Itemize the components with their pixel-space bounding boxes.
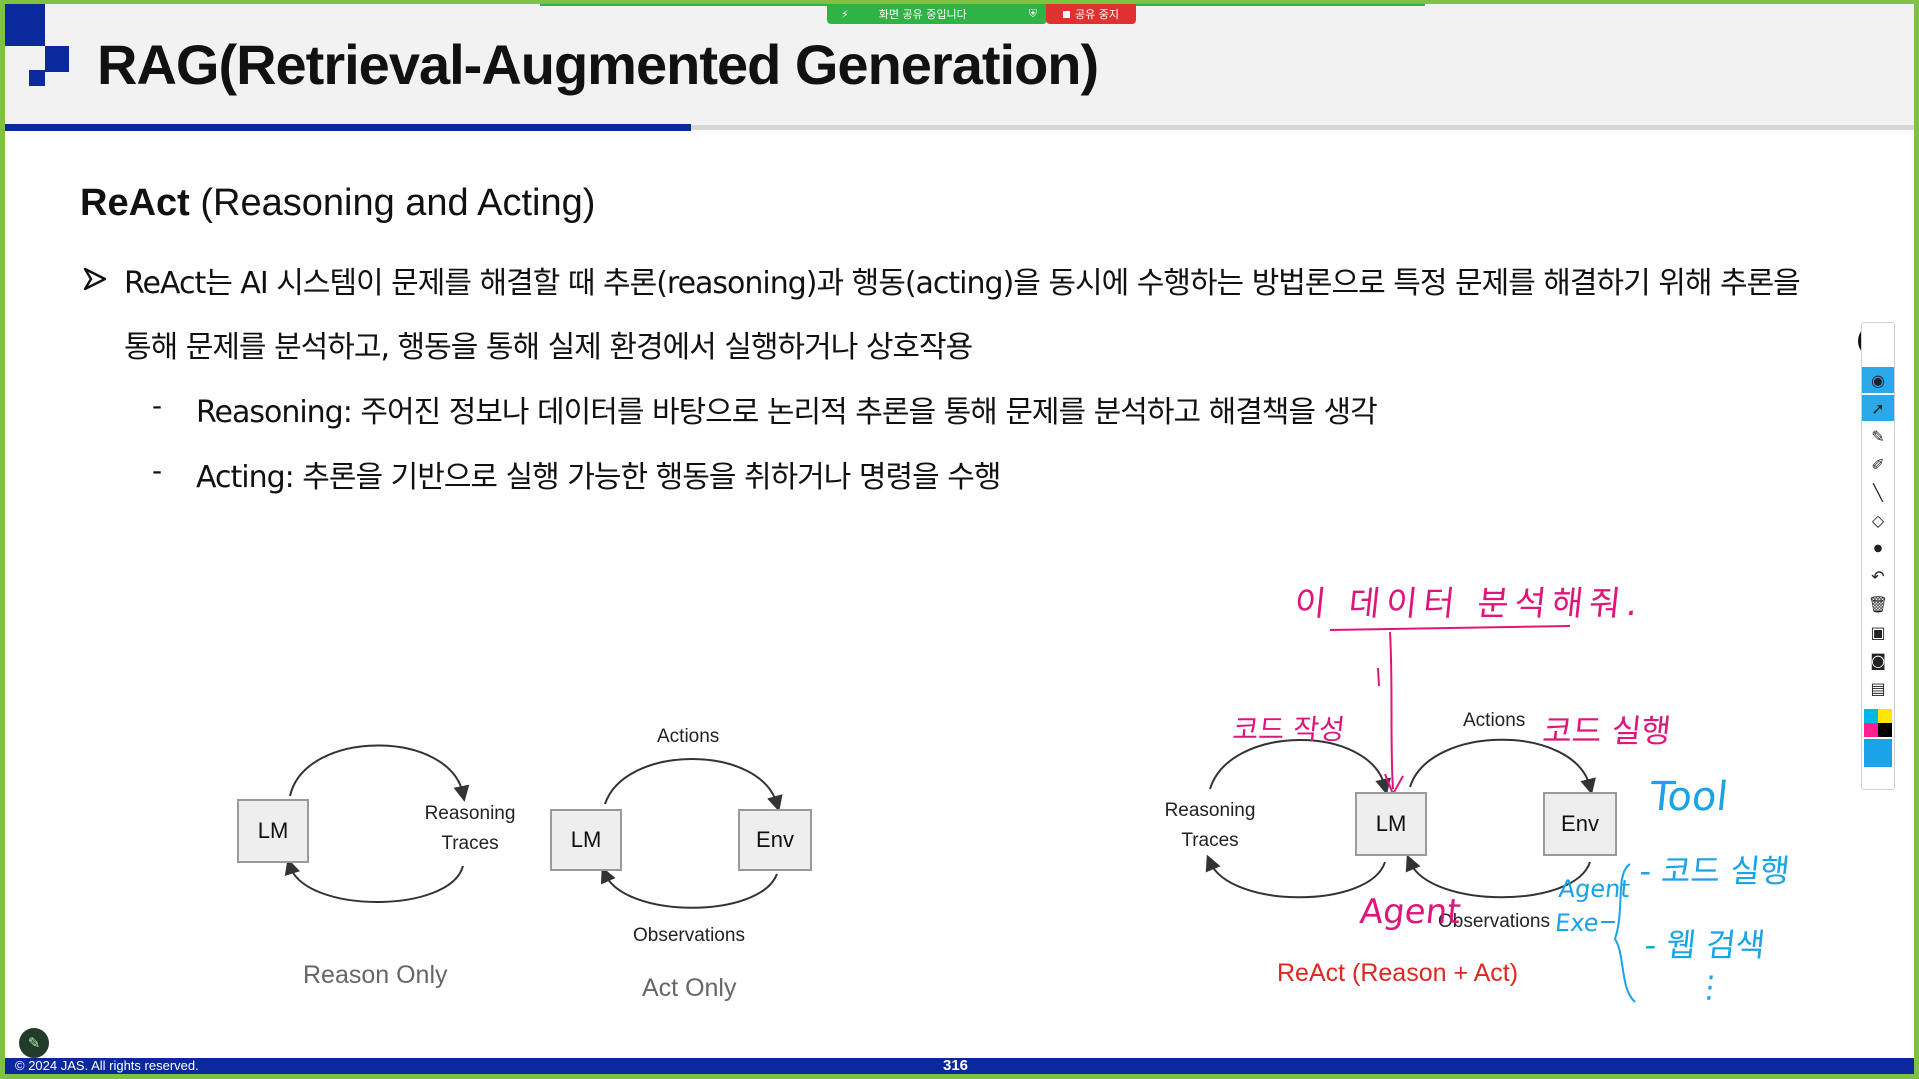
header-underline-gray [691,125,1914,130]
logo-square-mid [45,46,69,72]
color-blue-swatch[interactable] [1864,739,1892,767]
slide-title: RAG(Retrieval-Augmented Generation) [97,33,1099,96]
highlighter-icon[interactable]: ✐ [1871,454,1885,474]
screen-icon[interactable]: ▣ [1870,622,1886,642]
color-black-swatch[interactable] [1878,723,1892,737]
pink-tick [1377,667,1380,687]
reason-only-traces-line1: Reasoning [424,803,516,824]
annotation-code-write: 코드 작성 [1231,713,1347,746]
undo-icon[interactable]: ↶ [1871,566,1885,586]
section-subtitle: ReAct (Reasoning and Acting) [80,182,595,225]
screen-share-banner: ⚡ 화면 공유 중입니다 ⛨ [827,4,1047,24]
lightning-icon: ⚡ [841,7,849,21]
header-underline-blue [5,124,691,131]
act-only-actions-arc [604,758,783,812]
stop-share-label: 공유 중지 [1075,8,1119,21]
logo-square-large [5,4,45,46]
dot-icon[interactable]: ● [1873,542,1883,554]
react-actions-arc [1409,738,1596,795]
sub-bullet-acting: Acting: 추론을 기반으로 실행 가능한 행동을 취하거나 명령을 수행 [196,460,1001,495]
pen-off-icon[interactable]: ✎ [1871,426,1885,446]
react-traces-line1: Reasoning [1164,800,1256,821]
share-status-text: 화면 공유 중입니다 [878,8,967,21]
bullet-arrow-icon [83,267,107,291]
react-bottom-arc [1205,854,1386,899]
pen-toolbar: ◉ ➚ ✎ ✐ ╲ ◇ ● ↶ 🗑 ▣ ◙ ▤ [1861,322,1895,790]
slide-footer: © 2024 JAS. All rights reserved. 316 [5,1058,1914,1074]
subtitle-rest: (Reasoning and Acting) [189,182,596,224]
react-observations-arc [1405,854,1591,899]
bullet-line-1: ReAct는 AI 시스템이 문제를 해결할 때 추론(reasoning)과 … [124,266,1801,301]
react-caption: ReAct (Reason + Act) [1277,959,1519,987]
annotation-code-run: 코드 실행 [1540,712,1673,750]
subtitle-bold: ReAct [80,182,190,224]
annotation-tool-item2: - 웹 검색 [1642,926,1768,964]
blue-brace [1613,863,1636,1003]
react-actions-label: Actions [1463,710,1526,731]
eraser-icon[interactable]: ◇ [1871,510,1885,530]
sub-bullet-dash-2: - [152,454,163,487]
stop-icon [1063,10,1070,18]
act-only-actions-label: Actions [657,726,720,747]
annotation-tool-item1: - 코드 실행 [1637,852,1792,890]
trash-icon[interactable]: 🗑 [1867,594,1889,614]
act-only-observations-label: Observations [633,925,745,946]
diagram-arcs [284,625,1636,1003]
annotation-request: 이 데이터 분석해줘. [1292,584,1646,624]
line-icon[interactable]: ╲ [1873,482,1883,502]
agent-exe-line2: Exe [1553,909,1601,937]
react-traces-line2: Traces [1181,830,1239,851]
reason-only-top-arc [289,744,470,802]
pink-underline [1329,625,1571,631]
stop-share-button[interactable]: 공유 중지 [1046,4,1136,24]
annotation-ellipsis: ⋮ [1693,970,1727,1005]
color-magenta-swatch[interactable] [1864,723,1878,737]
reason-only-bottom-arc [284,858,464,903]
react-observations-label: Observations [1438,911,1550,932]
page-number: 316 [943,1057,969,1074]
logo-square-small [29,70,45,86]
eye-icon[interactable]: ◉ [1862,367,1894,393]
react-top-arc [1209,739,1391,795]
camera-icon[interactable]: ◙ [1870,650,1886,670]
act-only-observations-arc [600,866,778,909]
act-only-caption: Act Only [642,974,737,1002]
bullet-line-2: 통해 문제를 분석하고, 행동을 통해 실제 환경에서 실행하거나 상호작용 [124,330,973,365]
reason-only-lm-box: LM [237,799,309,863]
reason-only-traces-line2: Traces [441,833,499,854]
color-cyan-swatch[interactable] [1864,709,1878,723]
color-yellow-swatch[interactable] [1878,709,1892,723]
sub-bullet-dash-1: - [152,389,163,422]
react-lm-box: LM [1355,792,1427,856]
footer-copyright: © 2024 JAS. All rights reserved. [15,1058,199,1073]
pink-arrow-down [1389,631,1394,790]
pink-arrow-head [1384,773,1404,797]
sub-bullet-reasoning: Reasoning: 주어진 정보나 데이터를 바탕으로 논리적 추론을 통해 … [196,395,1378,430]
shield-icon: ⛨ [1028,7,1037,20]
pointer-icon[interactable]: ➚ [1862,395,1894,421]
slide-header: RAG(Retrieval-Augmented Generation) [5,4,1914,131]
annotation-tool: Tool [1647,774,1731,820]
act-only-env-box: Env [738,809,812,871]
annotation-agent: Agent [1357,892,1463,932]
act-only-lm-box: LM [550,809,622,871]
slide-frame: RAG(Retrieval-Augmented Generation) ⚡ 화면… [5,4,1914,1074]
agent-exe-line1: Agent [1557,875,1632,903]
reason-only-caption: Reason Only [303,961,448,989]
notes-icon[interactable]: ▤ [1870,678,1886,698]
react-env-box: Env [1543,792,1617,856]
edit-pencil-icon[interactable]: ✎ [19,1028,49,1058]
